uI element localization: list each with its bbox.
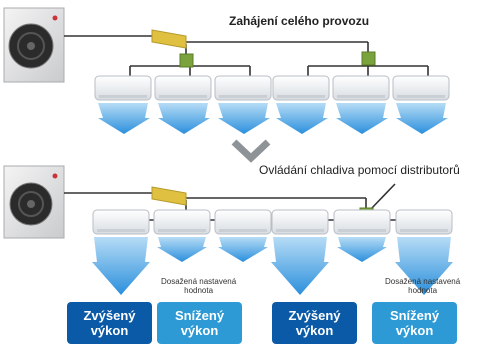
airflow-arrow-icon — [396, 103, 448, 134]
top-pipe-network — [64, 35, 429, 76]
badge-line: Zvýšený — [288, 308, 341, 323]
indoor-unit-icon — [94, 75, 152, 101]
note-line: hodnota — [408, 286, 438, 295]
top-branch-box-right — [361, 51, 376, 66]
badge-line: výkon — [180, 323, 219, 338]
airflow-arrow-icon — [337, 237, 387, 262]
top-indoor-units — [94, 75, 450, 101]
badge-line: Zvýšený — [83, 308, 136, 323]
indoor-unit-icon — [332, 75, 390, 101]
airflow-arrow-icon — [157, 237, 207, 262]
down-chevron-icon — [231, 139, 271, 163]
badge-line: výkon — [295, 323, 334, 338]
airflow-arrow-icon — [218, 237, 268, 262]
indoor-unit-icon — [214, 75, 272, 101]
airflow-arrow-icon — [395, 237, 453, 295]
top-branch-box-left — [179, 53, 194, 68]
note-line: hodnota — [184, 286, 214, 295]
indoor-unit-icon — [392, 75, 450, 101]
badge-line: Snížený — [174, 308, 225, 323]
indoor-unit-icon — [333, 209, 391, 235]
bottom-distributor-icon — [151, 186, 187, 206]
bottom-outdoor-unit-icon — [3, 165, 65, 239]
airflow-arrow-icon — [92, 237, 150, 295]
indoor-unit-icon — [92, 209, 150, 235]
top-section-title: Zahájení celého provozu — [229, 14, 370, 28]
badge-line: výkon — [90, 323, 129, 338]
airflow-arrow-icon — [336, 103, 388, 134]
indoor-unit-icon — [214, 209, 272, 235]
indoor-unit-icon — [153, 209, 211, 235]
note-line: Dosažená nastavená — [161, 277, 237, 286]
indoor-unit-icon — [395, 209, 453, 235]
right-setpoint-note: Dosažená nastavená hodnota — [385, 277, 460, 295]
badge-line: Snížený — [389, 308, 440, 323]
bottom-section-title: Ovládání chladiva pomocí distributorů — [259, 163, 460, 177]
top-distributor-icon — [151, 29, 187, 49]
airflow-arrow-icon — [271, 237, 329, 295]
top-outdoor-unit-icon — [3, 7, 65, 83]
badge-line: výkon — [395, 323, 434, 338]
airflow-arrow-icon — [218, 103, 270, 134]
airflow-arrow-icon — [276, 103, 328, 134]
indoor-unit-icon — [272, 75, 330, 101]
airflow-arrow-icon — [98, 103, 150, 134]
note-line: Dosažená nastavená — [385, 277, 461, 286]
indoor-unit-icon — [154, 75, 212, 101]
indoor-unit-icon — [271, 209, 329, 235]
airflow-arrow-icon — [158, 103, 210, 134]
bottom-airflow-arrows — [92, 237, 453, 295]
top-airflow-arrows — [98, 103, 448, 134]
bottom-indoor-units — [92, 209, 453, 235]
left-setpoint-note: Dosažená nastavená hodnota — [161, 277, 236, 295]
